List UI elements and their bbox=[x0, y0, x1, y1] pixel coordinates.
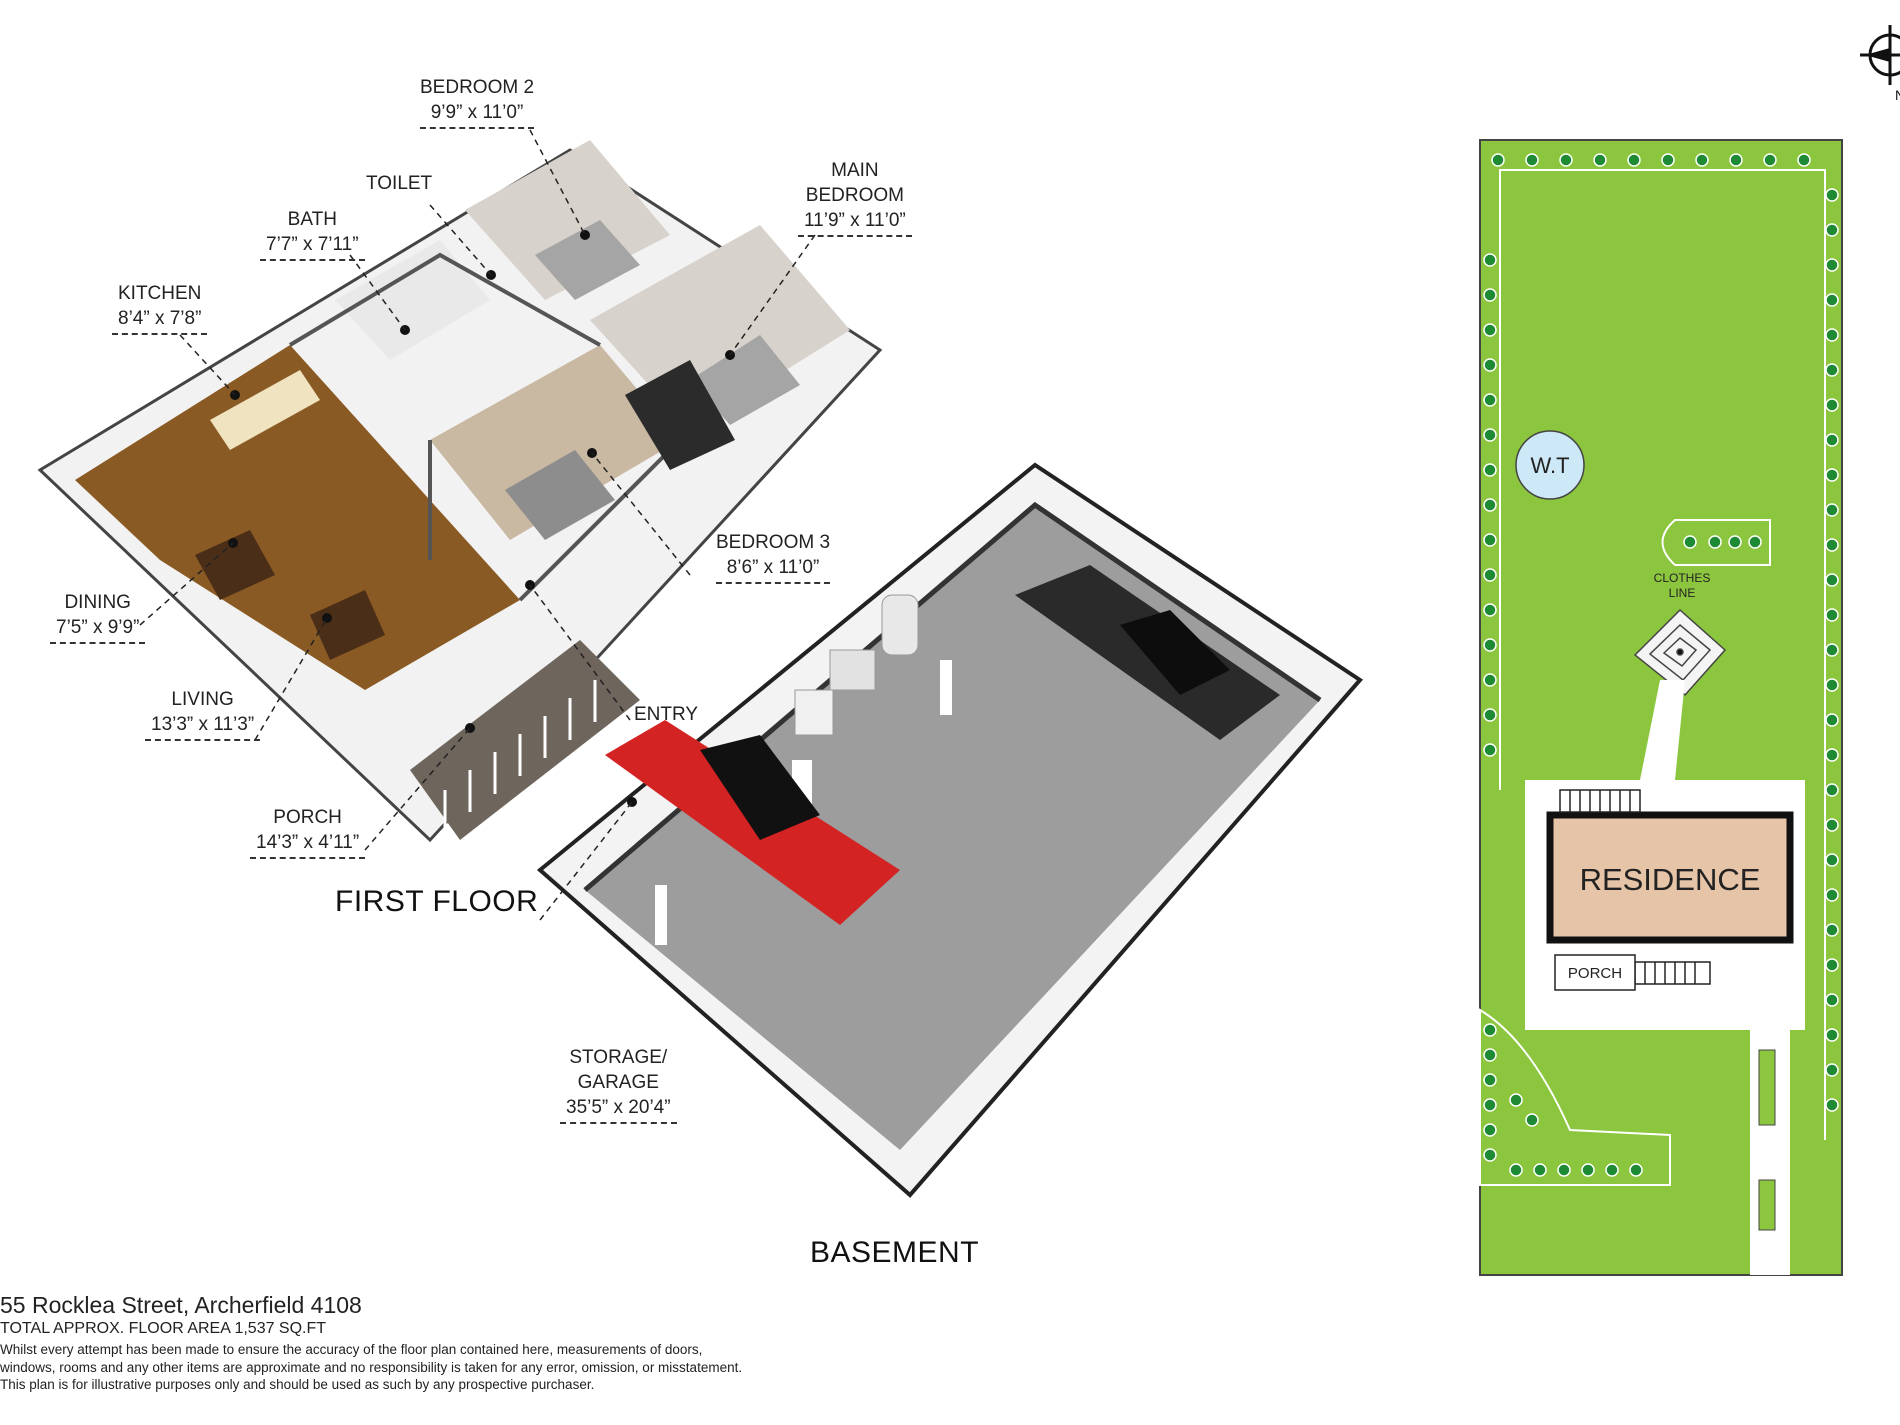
room-name: TOILET bbox=[366, 173, 433, 194]
room-name: KITCHEN bbox=[118, 283, 202, 304]
laundry-sink-icon bbox=[829, 649, 876, 691]
label-toilet: TOILET bbox=[366, 171, 432, 196]
residence-label: RESIDENCE bbox=[1580, 862, 1761, 897]
water-tank-icon bbox=[1515, 430, 1585, 500]
room-dims: 13’3” x 11’3” bbox=[145, 712, 261, 741]
disclaimer-line-3: This plan is for illustrative purposes o… bbox=[0, 1377, 595, 1392]
label-bedroom3: BEDROOM 3 8’6” x 11’0” bbox=[716, 530, 831, 584]
label-living: LIVING 13’3” x 11’3” bbox=[145, 687, 261, 741]
bed-icon bbox=[690, 335, 800, 425]
room-dims: 9’9” x 11’0” bbox=[420, 100, 535, 129]
room-name: ENTRY bbox=[634, 704, 699, 725]
property-address: 55 Rocklea Street, Archerfield 4108 bbox=[0, 1292, 362, 1318]
hedge-icon bbox=[1483, 153, 1839, 1177]
main-bedroom-floor bbox=[590, 225, 850, 430]
black-car-icon bbox=[1015, 565, 1280, 740]
bed-icon bbox=[505, 450, 615, 540]
label-bath: BATH 7’7” x 7’11” bbox=[260, 207, 365, 261]
label-porch: PORCH 14’3” x 4’11” bbox=[250, 805, 366, 859]
clothes-line-label-1: CLOTHES bbox=[1654, 571, 1711, 585]
residence-block bbox=[1546, 811, 1794, 944]
room-dims: 35’5” x 20’4” bbox=[560, 1095, 677, 1124]
label-entry: ENTRY bbox=[630, 702, 704, 729]
compass-icon: N bbox=[1860, 25, 1900, 103]
room-dims: 8’4” x 7’8” bbox=[112, 306, 208, 335]
water-tank-label: W.T bbox=[1530, 453, 1569, 478]
bath-floor bbox=[335, 240, 490, 360]
label-storage-garage: STORAGE/ GARAGE 35’5” x 20’4” bbox=[560, 1045, 677, 1124]
room-dims: 7’7” x 7’11” bbox=[260, 232, 365, 261]
compass-north: N bbox=[1895, 87, 1900, 103]
porch-block bbox=[1554, 954, 1636, 991]
column-icon bbox=[655, 885, 667, 945]
label-bedroom2: BEDROOM 2 9’9” x 11’0” bbox=[420, 75, 535, 129]
red-car-icon bbox=[605, 720, 900, 925]
room-name: DINING bbox=[64, 592, 131, 613]
total-floor-area: TOTAL APPROX. FLOOR AREA 1,537 SQ.FT bbox=[0, 1320, 327, 1337]
disclaimer-line-2: windows, rooms and any other items are a… bbox=[0, 1359, 743, 1375]
room-name: PORCH bbox=[273, 807, 342, 828]
coffee-table-icon bbox=[310, 590, 385, 660]
bedroom3-floor bbox=[430, 345, 680, 540]
room-name: BATH bbox=[287, 209, 337, 230]
kitchen-bench-icon bbox=[210, 370, 320, 450]
dresser-icon bbox=[625, 360, 735, 470]
bed-icon bbox=[535, 220, 640, 300]
disclaimer: Whilst every attempt has been made to en… bbox=[0, 1341, 800, 1394]
label-kitchen: KITCHEN 8’4” x 7’8” bbox=[112, 281, 208, 335]
first-floor-illustration bbox=[37, 129, 883, 851]
basement-illustration bbox=[536, 462, 1364, 1198]
column-icon bbox=[940, 660, 952, 715]
clothes-line-label-2: LINE bbox=[1669, 586, 1696, 600]
room-name-line2: BEDROOM bbox=[805, 185, 904, 206]
room-name-line1: MAIN bbox=[831, 160, 879, 181]
first-floor-title: FIRST FLOOR bbox=[335, 885, 539, 918]
porch-label: PORCH bbox=[1568, 965, 1622, 982]
room-name: BEDROOM 3 bbox=[716, 532, 831, 553]
washing-machine-icon bbox=[794, 689, 834, 736]
dining-table-icon bbox=[195, 530, 275, 600]
label-main-bedroom: MAIN BEDROOM 11’9” x 11’0” bbox=[798, 158, 912, 237]
room-dims: 11’9” x 11’0” bbox=[798, 208, 912, 237]
porch-deck bbox=[410, 640, 640, 840]
label-dining: DINING 7’5” x 9’9” bbox=[50, 590, 146, 644]
room-dims: 14’3” x 4’11” bbox=[250, 830, 366, 859]
living-dining-floor bbox=[75, 345, 520, 690]
disclaimer-line-1: Whilst every attempt has been made to en… bbox=[0, 1342, 703, 1357]
water-heater-icon bbox=[881, 594, 919, 656]
room-name: LIVING bbox=[171, 689, 234, 710]
room-dims: 7’5” x 9’9” bbox=[50, 615, 146, 644]
site-plan: N W.T bbox=[1479, 25, 1900, 1276]
room-name: BEDROOM 2 bbox=[420, 77, 535, 98]
room-dims: 8’6” x 11’0” bbox=[716, 555, 831, 584]
room-name-line2: GARAGE bbox=[577, 1072, 659, 1093]
room-name-line1: STORAGE/ bbox=[569, 1047, 668, 1068]
basement-title: BASEMENT bbox=[810, 1236, 980, 1269]
